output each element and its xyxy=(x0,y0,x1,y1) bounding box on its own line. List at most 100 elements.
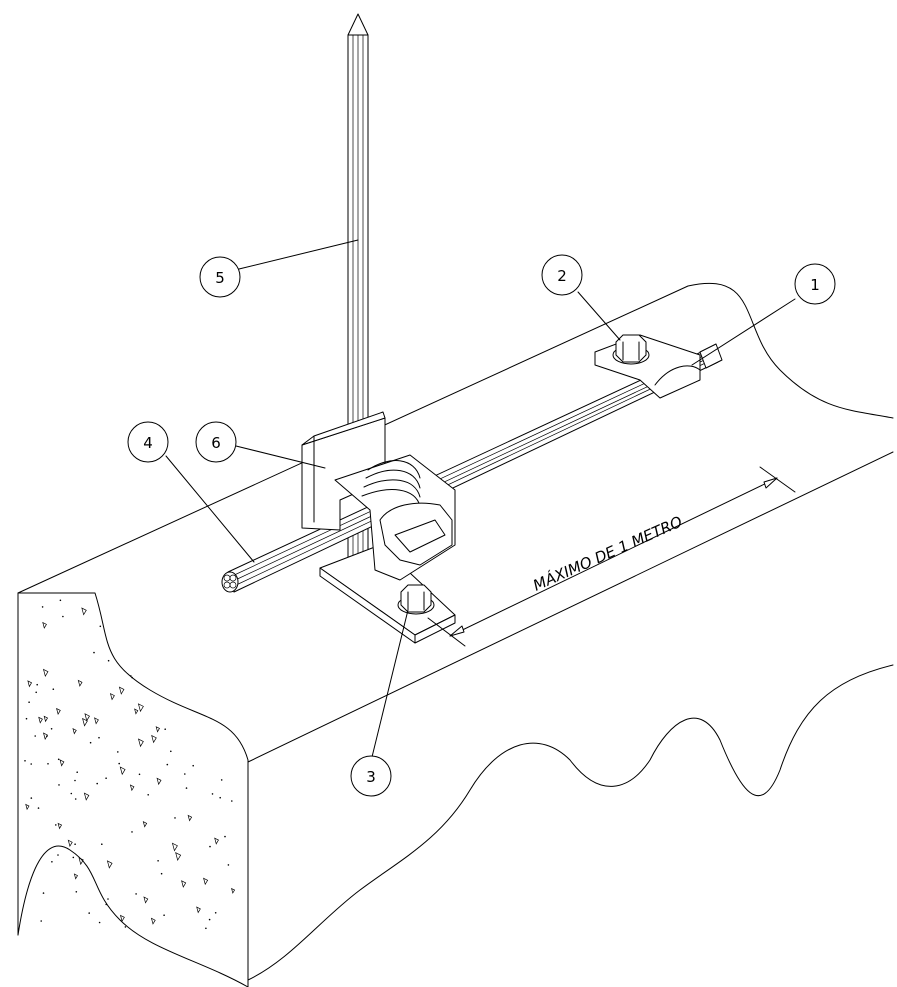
aggregate-triangle xyxy=(57,822,63,830)
aggregate-triangle xyxy=(82,717,88,727)
aggregate-dot xyxy=(57,854,59,856)
aggregate-dot xyxy=(30,763,32,765)
concrete-slab xyxy=(17,283,894,987)
aggregate-triangle xyxy=(73,873,78,880)
aggregate-triangle xyxy=(203,877,209,886)
aggregate-triangle xyxy=(81,607,87,616)
aggregate-dot xyxy=(40,920,42,922)
aggregate-dot xyxy=(131,676,133,679)
aggregate-triangle xyxy=(187,814,193,822)
aggregate-dot xyxy=(28,701,30,703)
aggregate-dot xyxy=(59,599,62,602)
aggregate-dot xyxy=(36,683,38,686)
aggregate-dot xyxy=(164,728,166,730)
aggregate-triangle xyxy=(38,716,43,724)
aggregate-triangle xyxy=(59,759,65,767)
aggregate-triangle xyxy=(137,703,144,713)
aggregate-dot xyxy=(157,860,159,862)
aggregate-dot xyxy=(57,758,60,761)
svg-text:6: 6 xyxy=(211,434,221,452)
aggregate-dot xyxy=(74,843,76,845)
aggregate-dot xyxy=(208,918,211,921)
aggregate-triangle xyxy=(94,717,99,725)
aggregate-dot xyxy=(101,843,103,845)
aggregate-triangle xyxy=(151,734,157,744)
aggregate-dot xyxy=(105,903,107,906)
aggregate-triangle xyxy=(119,914,125,923)
aggregate-dot xyxy=(37,807,40,809)
callout-4: 4 xyxy=(127,421,169,463)
aggregate-triangle xyxy=(78,857,84,866)
aggregate-dot xyxy=(138,773,141,776)
aggregate-dot xyxy=(205,927,207,930)
leader-lines xyxy=(165,239,796,758)
aggregate-dot xyxy=(52,688,55,690)
aggregate-triangle xyxy=(175,852,182,862)
aggregate-dot xyxy=(96,782,98,785)
aggregate-dot xyxy=(118,762,120,765)
horizontal-conductor xyxy=(221,343,723,593)
aggregate-triangle xyxy=(67,839,73,848)
aggregate-dot xyxy=(124,926,127,928)
aggregate-dot xyxy=(51,861,53,863)
aggregate-triangle xyxy=(118,686,125,695)
aggregate-dot xyxy=(30,797,33,799)
aggregate-dot xyxy=(163,914,165,916)
aggregate-dot xyxy=(70,792,73,795)
aggregate-dot xyxy=(107,898,109,900)
aggregate-dot xyxy=(41,606,44,608)
aggregate-triangle xyxy=(42,668,49,678)
aggregate-dot xyxy=(47,763,49,765)
aggregate-dot xyxy=(107,659,110,662)
aggregate-triangle xyxy=(77,679,83,687)
aggregate-dot xyxy=(89,741,92,744)
aggregate-dot xyxy=(88,912,90,914)
aggregate-triangle xyxy=(56,707,61,715)
svg-text:4: 4 xyxy=(143,434,153,452)
aggregate-dot xyxy=(192,764,194,767)
aggregate-triangle xyxy=(231,887,236,894)
aggregate-dot xyxy=(211,793,214,795)
aggregate-dot xyxy=(174,817,176,819)
aggregate-triangle xyxy=(83,792,90,801)
aggregate-dot xyxy=(220,779,223,781)
aggregate-dot xyxy=(46,735,48,737)
callout-1: 1 xyxy=(794,263,836,305)
aggregate-dot xyxy=(184,773,186,775)
aggregate-triangle xyxy=(43,732,49,740)
bolt-2 xyxy=(612,334,650,365)
aggregate-dot xyxy=(58,784,60,786)
aggregate-triangle xyxy=(25,803,30,811)
aggregate-dot xyxy=(170,750,172,753)
aggregate-dot xyxy=(99,625,102,628)
aggregate-triangle xyxy=(138,738,144,748)
aggregate-dot xyxy=(209,845,211,848)
aggregate-triangle xyxy=(171,842,178,852)
dimension-line: MÁXIMO DE 1 METRO xyxy=(427,466,796,647)
svg-text:1: 1 xyxy=(810,276,820,294)
aggregate-dot xyxy=(117,751,119,753)
aggregate-triangle xyxy=(43,715,48,723)
aggregate-dot xyxy=(224,835,226,838)
aggregate-dot xyxy=(93,651,95,654)
aggregate-dot xyxy=(219,796,221,799)
l-bracket xyxy=(301,411,386,531)
aggregate-dot xyxy=(131,831,133,833)
aggregate-dot xyxy=(42,892,45,894)
svg-text:2: 2 xyxy=(557,267,567,285)
aggregate-triangle xyxy=(196,906,201,914)
callout-3: 3 xyxy=(350,755,392,797)
aggregate-triangle xyxy=(119,766,126,776)
aggregate-dot xyxy=(214,912,217,914)
aggregate-dot xyxy=(34,735,36,737)
aggregate-triangle xyxy=(72,728,77,735)
aggregate-dot xyxy=(35,691,37,694)
aggregate-dot xyxy=(130,675,132,677)
aggregate-dot xyxy=(160,872,163,875)
aggregate-dot xyxy=(98,736,100,739)
aggregate-dot xyxy=(98,921,101,924)
dimension-label: MÁXIMO DE 1 METRO xyxy=(530,512,685,595)
aggregate-triangle xyxy=(27,680,33,688)
aggregate-triangle xyxy=(84,713,90,722)
